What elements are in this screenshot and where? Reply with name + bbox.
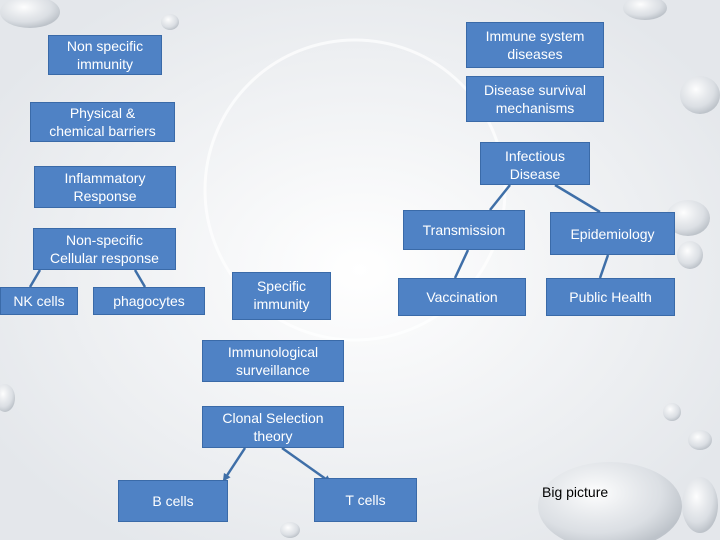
- node-phagocytes: phagocytes: [93, 287, 205, 315]
- node-b-cells: B cells: [118, 480, 228, 522]
- node-infectious-disease: Infectious Disease: [480, 142, 590, 185]
- node-non-specific-cellular-response: Non-specific Cellular response: [33, 228, 176, 270]
- node-specific-immunity: Specific immunity: [232, 272, 331, 320]
- node-physical-chemical-barriers: Physical & chemical barriers: [30, 102, 175, 142]
- node-t-cells: T cells: [314, 478, 417, 522]
- node-public-health: Public Health: [546, 278, 675, 316]
- node-non-specific-immunity: Non specific immunity: [48, 35, 162, 75]
- node-vaccination: Vaccination: [398, 278, 526, 316]
- node-epidemiology: Epidemiology: [550, 212, 675, 255]
- node-immune-system-diseases: Immune system diseases: [466, 22, 604, 68]
- node-transmission: Transmission: [403, 210, 525, 250]
- node-inflammatory-response: Inflammatory Response: [34, 166, 176, 208]
- node-clonal-selection-theory: Clonal Selection theory: [202, 406, 344, 448]
- node-immunological-surveillance: Immunological surveillance: [202, 340, 344, 382]
- big-picture-note: Big picture: [542, 484, 609, 500]
- node-disease-survival-mechanisms: Disease survival mechanisms: [466, 76, 604, 122]
- node-nk-cells: NK cells: [0, 287, 78, 315]
